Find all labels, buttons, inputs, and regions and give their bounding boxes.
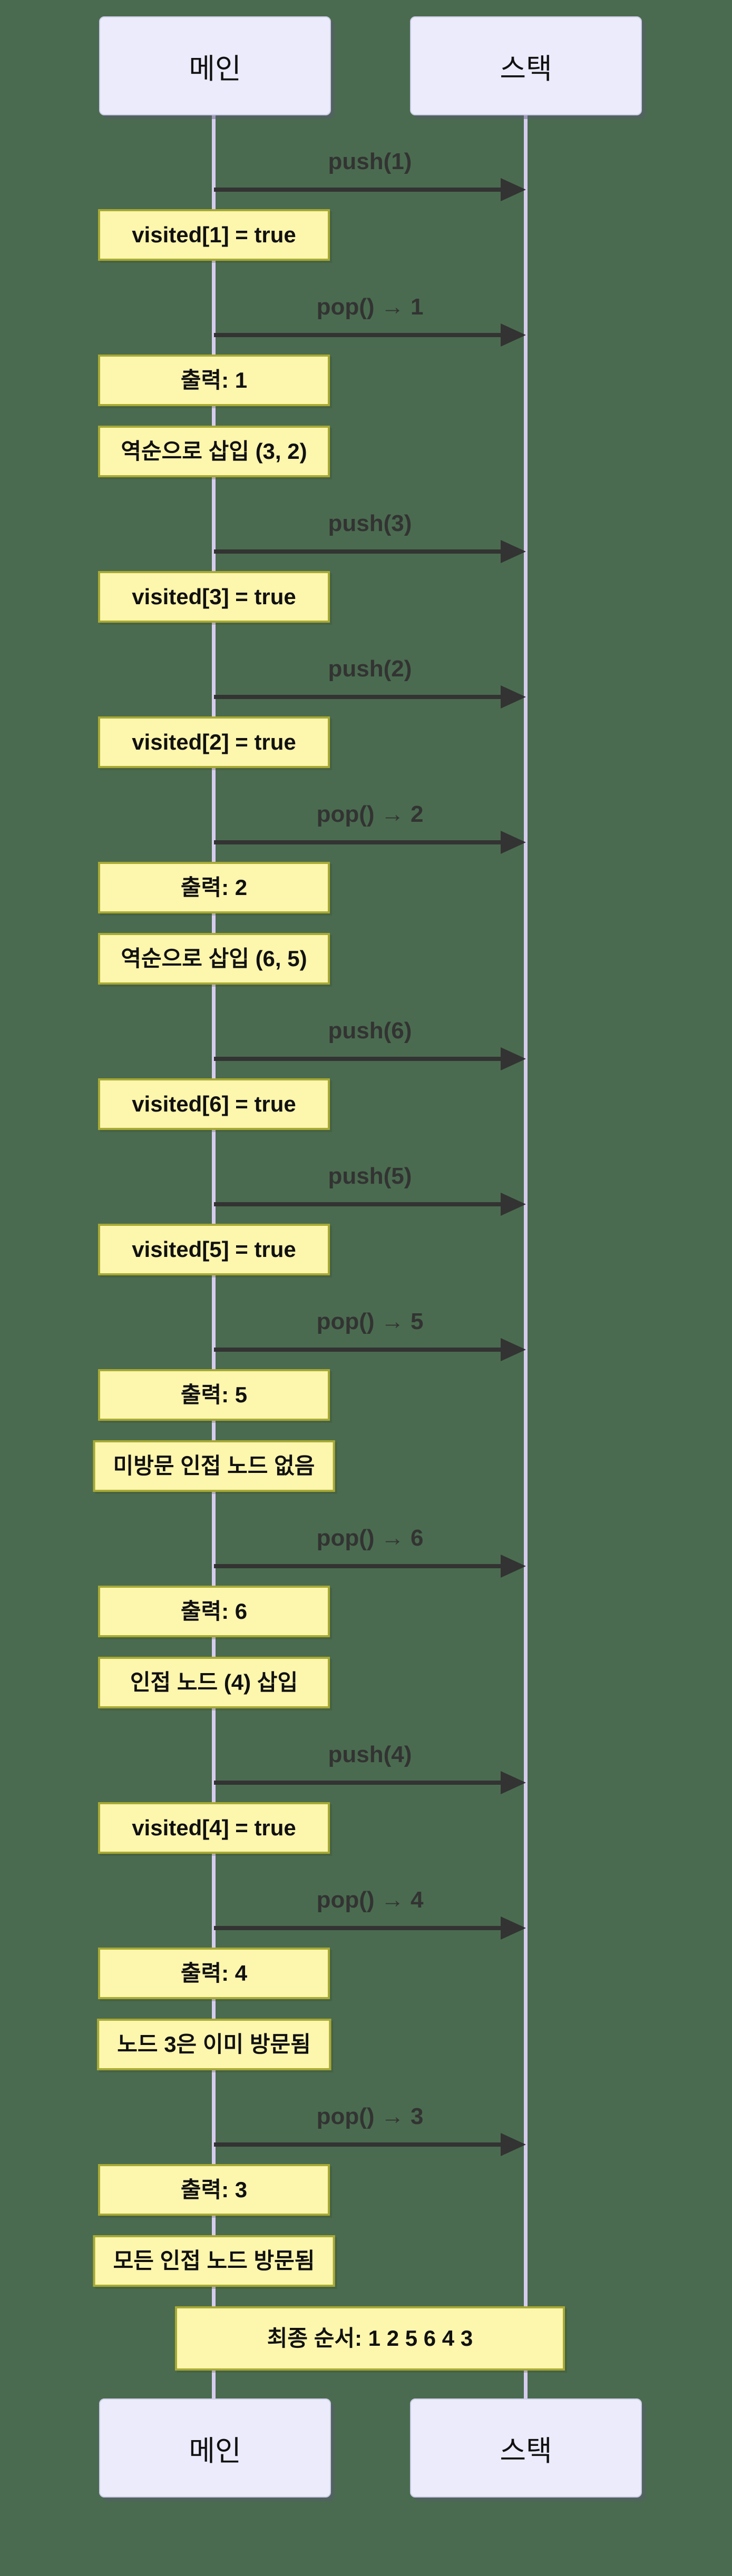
message-arrowhead-icon (501, 1193, 526, 1216)
message-label: pop() → 2 (316, 801, 424, 827)
note: 출력: 1 (98, 355, 330, 406)
message-arrow-line (214, 1348, 509, 1352)
message-arrow-line (214, 333, 509, 337)
message-arrow-line (214, 188, 509, 192)
message-arrowhead-icon (501, 1916, 526, 1940)
note: visited[6] = true (98, 1078, 330, 1130)
note: 노드 3은 이미 방문됨 (97, 2019, 331, 2070)
message-arrow-line (214, 840, 509, 844)
message-label: push(4) (328, 1742, 412, 1767)
actor-stack-top: 스택 (410, 16, 642, 115)
note: visited[5] = true (98, 1224, 330, 1275)
actor-stack-label: 스택 (500, 2435, 552, 2467)
actor-stack-label: 스택 (500, 53, 552, 85)
message-arrowhead-icon (501, 2133, 526, 2156)
note: 출력: 6 (98, 1586, 330, 1637)
message-label: pop() → 1 (316, 294, 424, 320)
note: visited[4] = true (98, 1802, 330, 1854)
note: 출력: 2 (98, 862, 330, 913)
note: 출력: 3 (98, 2164, 330, 2216)
note: 출력: 5 (98, 1369, 330, 1421)
message-label: push(6) (328, 1018, 412, 1044)
note-span: 최종 순서: 1 2 5 6 4 3 (175, 2306, 565, 2371)
actor-main-label: 메인 (189, 53, 241, 85)
message-arrow-line (214, 1202, 509, 1206)
note: visited[2] = true (98, 716, 330, 768)
message-label: push(5) (328, 1163, 412, 1189)
message-arrowhead-icon (501, 1338, 526, 1361)
message-arrowhead-icon (501, 1555, 526, 1578)
note: visited[3] = true (98, 571, 330, 623)
message-arrow-line (214, 1926, 509, 1930)
actor-main-label: 메인 (189, 2435, 241, 2467)
actor-main-top: 메인 (99, 16, 331, 115)
note: 역순으로 삽입 (6, 5) (98, 933, 330, 985)
note: visited[1] = true (98, 209, 330, 261)
note: 역순으로 삽입 (3, 2) (98, 426, 330, 477)
message-label: pop() → 3 (316, 2103, 424, 2129)
message-label: pop() → 5 (316, 1309, 424, 1334)
note: 인접 노드 (4) 삽입 (98, 1657, 330, 1708)
message-arrowhead-icon (501, 1047, 526, 1070)
message-arrow-line (214, 549, 509, 554)
message-label: push(1) (328, 149, 412, 174)
message-arrowhead-icon (501, 178, 526, 201)
message-arrowhead-icon (501, 323, 526, 347)
note: 미방문 인접 노드 없음 (93, 1440, 335, 1492)
actor-main-bottom: 메인 (99, 2398, 331, 2498)
lifeline-stack (524, 115, 528, 2398)
message-arrow-line (214, 695, 509, 699)
note: 출력: 4 (98, 1948, 330, 1999)
message-label: pop() → 6 (316, 1525, 424, 1551)
message-arrow-line (214, 1781, 509, 1785)
message-label: push(2) (328, 656, 412, 682)
actor-stack-bottom: 스택 (410, 2398, 642, 2498)
message-arrowhead-icon (501, 685, 526, 709)
message-arrowhead-icon (501, 1771, 526, 1794)
message-label: pop() → 4 (316, 1887, 424, 1913)
message-label: push(3) (328, 510, 412, 536)
note: 모든 인접 노드 방문됨 (93, 2235, 335, 2287)
message-arrowhead-icon (501, 831, 526, 854)
message-arrowhead-icon (501, 540, 526, 563)
message-arrow-line (214, 1564, 509, 1568)
message-arrow-line (214, 1057, 509, 1061)
message-arrow-line (214, 2142, 509, 2147)
